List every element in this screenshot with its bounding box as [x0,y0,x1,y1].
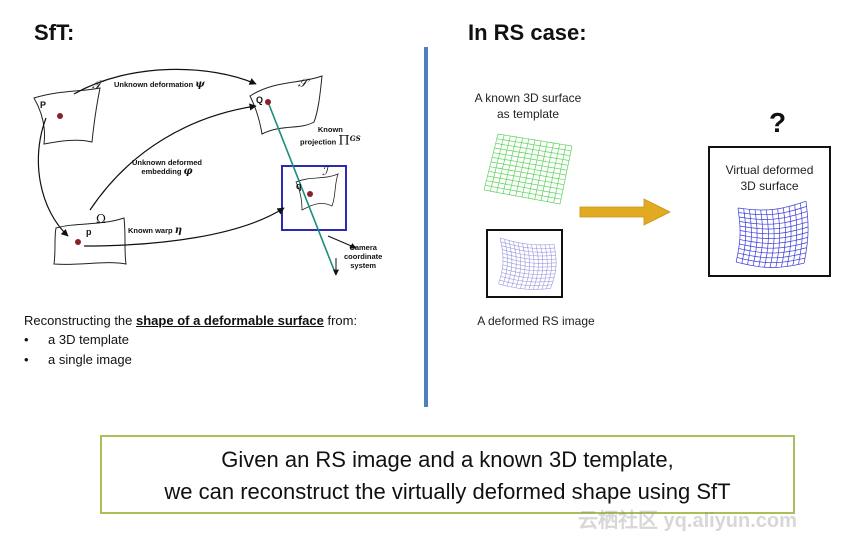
mesh-line [736,261,805,268]
camera-axis [327,235,357,249]
arrow-psi [73,68,257,95]
unknown-deformation-label: Unknown deformation ψ [114,79,205,90]
mesh-line [798,203,803,265]
conclusion-line-2: we can reconstruct the virtually deforme… [164,479,731,504]
symbol-T: 𝒯 [92,78,102,92]
mesh-line [545,244,552,289]
mesh-line [499,279,552,286]
green-template-mesh [483,133,573,205]
template-surface-T [33,87,101,145]
mesh-line [737,200,807,211]
projection-ray [267,101,337,276]
symbol-omega: Ω [96,212,106,226]
mesh-line [546,143,561,202]
image-frame-I [281,165,347,231]
conclusion-box: Given an RS image and a known 3D templat… [100,435,795,514]
eta-symbol: η [174,225,182,236]
symbol-I: ℐ [322,164,328,178]
template-caption: A known 3D surface as template [474,91,582,121]
psi-symbol: ψ [195,79,205,90]
label-p: p [86,227,92,237]
phi-symbol: φ [183,166,193,177]
yellow-arrow [579,198,671,226]
deformed-surface-S [249,75,323,135]
mesh-line [792,204,798,266]
arrow-phi [89,103,257,211]
unknown-embedding-label: Unknown deformed embedding φ [132,158,203,177]
label-Q: Q [256,95,264,105]
camera-coordinate-label: Camera coordinate system [344,243,383,270]
bullet-item: •a single image [24,352,132,367]
arrow-eta [83,207,285,247]
point-p [75,239,81,245]
image-curve [295,173,339,211]
description-emphasis: shape of a deformable surface [136,313,324,328]
known-projection-label: Known projection ΠGS [300,125,361,149]
question-mark: ? [769,107,787,138]
virtual-surface-box [708,146,831,277]
mesh-line [498,283,551,290]
mesh-line [550,244,557,289]
pi-superscript: GS [349,134,361,143]
mesh-line [485,184,562,200]
pi-symbol: Π [338,133,350,149]
label-q: q [296,181,302,191]
rs-image-mesh [498,237,557,290]
sft-diagram [33,68,357,276]
watermark: 云栖社区 yq.aliyun.com [578,510,797,532]
mesh-line [803,201,809,264]
mesh-line [483,189,561,205]
rs-case-title: In RS case: [468,20,587,45]
arrow-left-down [37,117,69,237]
rs-image-frame [486,229,563,298]
blue-deformed-mesh [735,200,809,268]
mesh-line [735,207,741,263]
virtual-surface-caption: Virtual deformed 3D surface [725,163,814,193]
mesh-line [737,257,806,264]
mesh-line [498,237,504,285]
known-warp-label: Known warp η [128,225,182,236]
vertical-divider [424,47,428,407]
omega-surface [53,217,127,265]
conclusion-line-1: Given an RS image and a known 3D templat… [221,447,674,472]
rs-image-caption: A deformed RS image [477,314,595,328]
symbol-S: 𝒮 [298,76,308,90]
mesh-line [541,244,548,290]
bullet-item: •a 3D template [24,332,129,347]
point-P [57,113,63,119]
sft-description: Reconstructing the shape of a deformable… [24,313,358,328]
bullet-list: •a 3D template •a single image [24,330,132,370]
label-P: P [40,100,47,110]
mesh-line [553,144,567,203]
mesh-line [559,145,573,205]
sft-title: SfT: [34,20,75,45]
point-Q [265,99,271,105]
point-q [307,191,313,197]
